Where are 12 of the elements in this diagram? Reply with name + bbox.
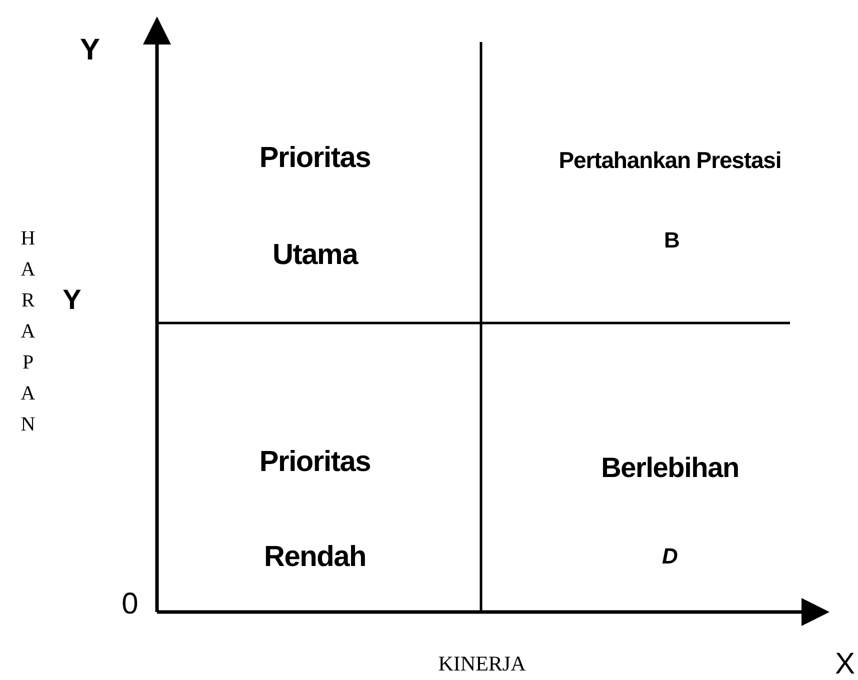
axis-label: X <box>835 646 855 680</box>
axis-title: HARAPAN <box>20 226 36 438</box>
quadrant-letter: D <box>662 542 678 570</box>
quadrant-label: Pertahankan Prestasi <box>558 146 782 175</box>
axis-label: Y <box>80 32 100 68</box>
quadrant-label: Berlebihan <box>601 451 739 485</box>
mean-label: Y <box>62 283 82 317</box>
quadrant-label: Prioritas Rendah <box>258 445 372 575</box>
axis-title: KINERJA <box>438 650 526 678</box>
quadrant-label: Prioritas Utama <box>258 141 372 273</box>
quadrant-letter: B <box>664 226 680 254</box>
origin-label: 0 <box>122 586 138 622</box>
